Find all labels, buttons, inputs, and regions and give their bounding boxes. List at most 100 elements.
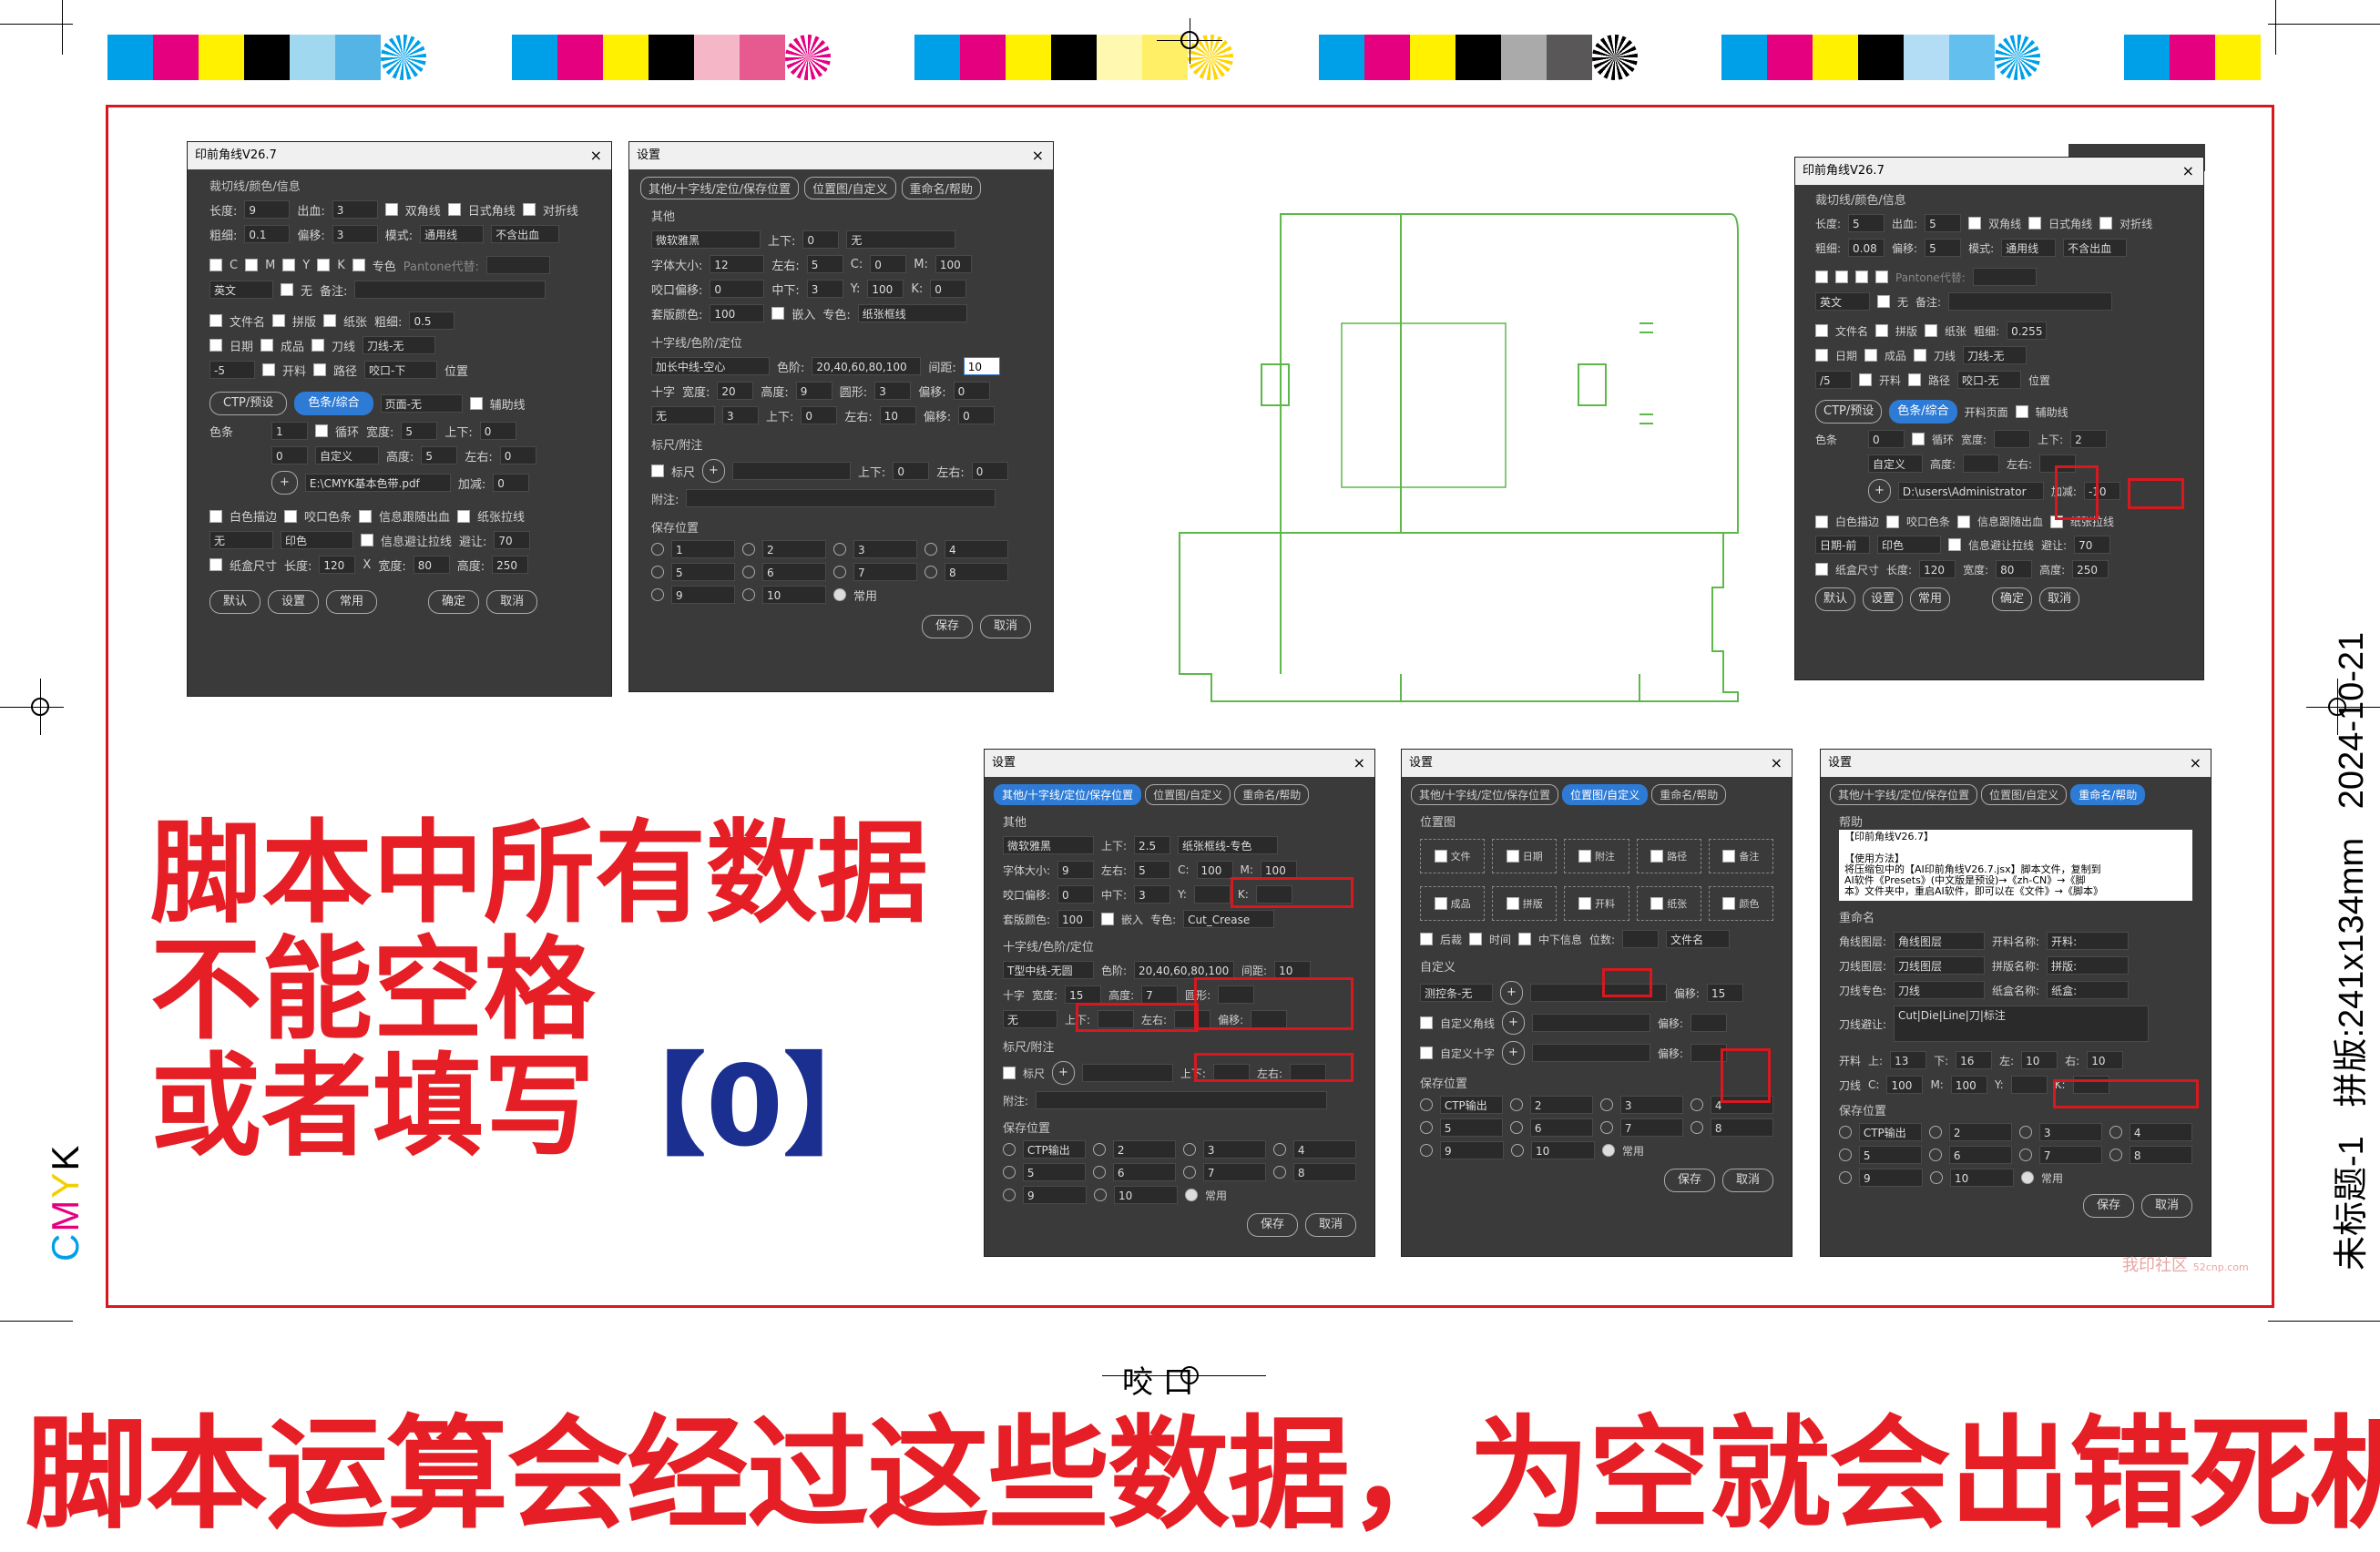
fold-checkbox[interactable] [2099,217,2113,230]
save-slot-field[interactable]: 4 [1292,1140,1356,1159]
position-checkbox[interactable] [1578,850,1591,863]
lr2-input[interactable]: 10 [879,406,916,424]
save-slot-field[interactable]: 2 [762,540,826,558]
close-icon[interactable]: × [1353,754,1365,771]
open-checkbox[interactable] [1859,373,1872,386]
save-slot-field[interactable]: 3 [1619,1096,1683,1114]
close-icon[interactable]: × [2189,754,2201,771]
bite-color-checkbox[interactable] [284,509,298,523]
save-slot-field[interactable]: 3 [853,540,917,558]
box-length-input[interactable]: 120 [1919,560,1956,578]
m-input[interactable]: 100 [1260,861,1297,879]
position-checkbox[interactable] [1434,897,1447,910]
date-checkbox[interactable] [1815,349,1828,362]
right-input[interactable]: 10 [2087,1051,2124,1069]
cmyk-checkboxes[interactable] [1815,271,1828,283]
box-length-input[interactable]: 120 [319,556,356,574]
bite-offset-input[interactable]: 0 [1057,885,1095,904]
gap-input[interactable]: 10 [963,357,1000,375]
height-input[interactable]: 5 [421,446,458,465]
save-slot-radio[interactable] [2109,1126,2122,1138]
save-slot-field[interactable]: 7 [1202,1163,1266,1181]
position-cell[interactable]: 文件 [1420,839,1486,873]
double-corner-checkbox[interactable] [1968,217,1982,230]
paper-pull-checkbox[interactable] [457,509,471,523]
bite-select[interactable]: 咬口-下 [364,361,438,379]
custom-select[interactable]: 自定义 [315,446,379,465]
add-ruler-button[interactable]: + [1052,1061,1075,1085]
lr-input[interactable] [2039,454,2077,473]
ok-button[interactable]: 确定 [1992,587,2033,611]
note-input[interactable] [354,281,546,299]
position-checkbox[interactable] [1650,850,1664,863]
length-input[interactable]: 5 [1848,214,1885,232]
time-checkbox[interactable] [1469,933,1483,945]
c-input[interactable]: 100 [1196,861,1233,879]
ud-input[interactable]: 0 [802,230,840,249]
open-checkbox[interactable] [262,363,275,376]
save-slot-radio[interactable] [924,566,937,578]
save-slot-field[interactable]: CTP输出 [1022,1140,1086,1159]
spot-input[interactable]: Cut_Crease [1183,910,1275,928]
save-slot-radio[interactable] [1420,1098,1433,1111]
save-slot-radio[interactable] [1420,1144,1433,1157]
settings-button[interactable]: 设置 [268,590,320,614]
save-slot-field[interactable]: CTP输出 [1858,1123,1922,1141]
bottom-input[interactable]: 16 [1956,1051,1993,1069]
save-slot-field[interactable]: 6 [762,563,826,581]
imposition-name-input[interactable]: 拼版: [2047,956,2130,975]
mid-input[interactable]: 3 [806,280,843,298]
pantone-input[interactable] [485,256,550,274]
save-slot-radio[interactable] [1093,1143,1106,1156]
save-slot-radio[interactable] [1003,1166,1016,1179]
avoid-input[interactable]: 70 [494,531,531,549]
ok-button[interactable]: 确定 [428,590,480,614]
tab-rename[interactable]: 重命名/帮助 [1651,784,1727,805]
pantone-input[interactable] [1972,268,2037,286]
bite-offset-input[interactable]: 0 [710,280,765,298]
tab-position-map[interactable]: 位置图/自定义 [1145,784,1231,805]
cross-select[interactable]: T型中线-无圆 [1003,961,1094,979]
note-input[interactable] [1948,292,2113,311]
tab-position-map[interactable]: 位置图/自定义 [1981,784,2068,805]
save-slot-radio[interactable] [833,566,846,578]
offset-select[interactable]: -5 [209,361,255,379]
settings-button[interactable]: 设置 [1863,587,1904,611]
save-slot-field[interactable]: 5 [1022,1163,1086,1181]
lr-input[interactable]: 5 [1134,861,1171,879]
tab-color-bar[interactable]: 色条/综合 [1889,400,1957,424]
save-slot-radio[interactable] [1839,1149,1852,1161]
ud2-input[interactable]: 0 [801,406,838,424]
tab-position-map[interactable]: 位置图/自定义 [804,177,896,199]
save-slot-field[interactable]: 7 [853,563,917,581]
save-slot-field[interactable]: 4 [945,540,1008,558]
spot-select[interactable]: 纸张框线-专色 [1178,836,1279,854]
add-strip-button[interactable]: + [271,471,298,495]
save-slot-radio[interactable] [1003,1189,1016,1201]
font-size-input[interactable]: 9 [1057,861,1095,879]
bleed-select[interactable]: 不含出血 [491,225,560,243]
save-slot-field[interactable]: 2 [1529,1096,1593,1114]
bite-color-checkbox[interactable] [1886,515,1900,528]
cancel-button[interactable]: 取消 [2140,1194,2192,1218]
cross-select[interactable]: 加长中线-空心 [651,357,770,375]
m-input[interactable]: 100 [1950,1076,1987,1094]
save-button[interactable]: 保存 [1663,1169,1715,1192]
position-checkbox[interactable] [1434,850,1447,863]
tab-color-bar[interactable]: 色条/综合 [294,392,373,415]
width-input[interactable]: 5 [401,422,438,440]
thickness-input[interactable]: 0.08 [1848,239,1885,257]
save-slot-radio[interactable] [1929,1149,1942,1161]
add-cross-button[interactable]: + [1502,1041,1525,1065]
height-input[interactable]: 7 [1141,985,1179,1004]
save-slot-radio[interactable] [1094,1189,1107,1201]
position-checkbox[interactable] [1722,897,1736,910]
y-input[interactable]: 100 [867,280,904,298]
save-slot-field[interactable]: 1 [671,540,735,558]
save-slot-radio[interactable] [1510,1121,1523,1134]
open-name-input[interactable]: 开料: [2047,932,2130,950]
position-checkbox[interactable] [1578,897,1591,910]
page-select[interactable]: 开料页面 [1964,405,2008,419]
position-cell[interactable]: 附注 [1564,839,1629,873]
position-cell[interactable]: 开料 [1564,886,1629,921]
